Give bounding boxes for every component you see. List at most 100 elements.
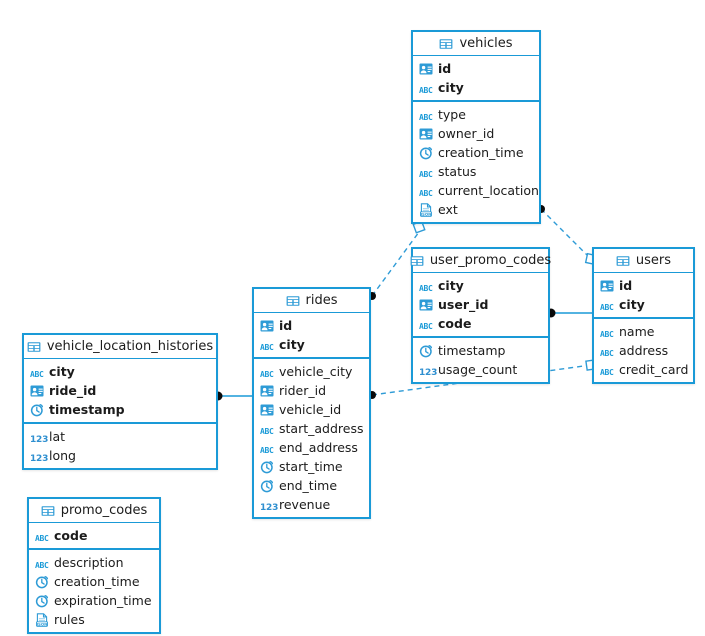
field-name: user_id xyxy=(438,297,489,312)
table-name: promo_codes xyxy=(60,503,148,518)
field-name: id xyxy=(619,278,633,293)
primary-key-field[interactable]: user_id xyxy=(413,295,548,314)
table-name: vehicles xyxy=(459,36,513,51)
id-card-icon xyxy=(419,127,433,141)
table-grid-icon xyxy=(41,504,55,518)
field-name: rider_id xyxy=(279,383,327,398)
table-field[interactable]: timestamp xyxy=(413,341,548,360)
primary-key-field[interactable]: id xyxy=(413,59,539,78)
123-number-icon: 123 xyxy=(419,367,438,378)
table-header[interactable]: vehicles xyxy=(413,32,539,56)
table-field[interactable]: ABC vehicle_city xyxy=(254,362,369,381)
abc-string-icon: ABC xyxy=(600,348,614,358)
field-name: type xyxy=(438,107,466,122)
table-field[interactable]: JSON ext xyxy=(413,200,539,219)
primary-key-field[interactable]: ride_id xyxy=(24,381,216,400)
field-name: vehicle_city xyxy=(279,364,353,379)
abc-string-icon: ABC xyxy=(35,533,49,543)
table-header[interactable]: vehicle_location_histories xyxy=(24,335,216,359)
abc-string-icon: ABC xyxy=(419,188,433,198)
table-name: vehicle_location_histories xyxy=(46,339,214,354)
field-name: code xyxy=(438,316,472,331)
table-field[interactable]: creation_time xyxy=(29,572,159,591)
field-name: current_location xyxy=(438,183,539,198)
field-name: rules xyxy=(54,612,85,627)
id-card-icon xyxy=(260,319,274,333)
id-card-icon xyxy=(419,298,433,312)
relationship-vehicle-location-histories-rides[interactable] xyxy=(213,391,254,401)
table-field[interactable]: vehicle_id xyxy=(254,400,369,419)
123-number-icon: 123 xyxy=(30,434,49,445)
table-grid-icon xyxy=(27,340,41,354)
table-header[interactable]: users xyxy=(594,249,693,273)
id-card-icon xyxy=(419,62,433,76)
field-name: start_time xyxy=(279,459,343,474)
field-name: ext xyxy=(438,202,458,217)
table-field[interactable]: ABC current_location xyxy=(413,181,539,200)
table-grid-icon xyxy=(439,37,453,51)
field-name: end_time xyxy=(279,478,338,493)
primary-key-field[interactable]: timestamp xyxy=(24,400,216,419)
table-field[interactable]: rider_id xyxy=(254,381,369,400)
field-name: vehicle_id xyxy=(279,402,342,417)
table-name: user_promo_codes xyxy=(429,253,552,268)
id-card-icon xyxy=(30,384,44,398)
clock-icon xyxy=(260,479,274,493)
table-field[interactable]: creation_time xyxy=(413,143,539,162)
field-name: start_address xyxy=(279,421,364,436)
123-number-icon: 123 xyxy=(260,502,279,513)
clock-icon xyxy=(260,460,274,474)
table-field[interactable]: end_time xyxy=(254,476,369,495)
svg-text:JSON: JSON xyxy=(36,621,48,626)
svg-text:JSON: JSON xyxy=(420,211,432,216)
abc-string-icon: ABC xyxy=(419,169,433,179)
field-name: ride_id xyxy=(49,383,97,398)
field-name: timestamp xyxy=(438,343,506,358)
table-header[interactable]: promo_codes xyxy=(29,499,159,523)
primary-key-field[interactable]: id xyxy=(254,316,369,335)
table-field[interactable]: expiration_time xyxy=(29,591,159,610)
field-name: description xyxy=(54,555,124,570)
table-field[interactable]: start_time xyxy=(254,457,369,476)
table-field[interactable]: owner_id xyxy=(413,124,539,143)
relationship-user-promo-codes-users[interactable] xyxy=(546,308,594,318)
json-file-icon: JSON xyxy=(35,612,49,627)
primary-key-field[interactable]: id xyxy=(594,276,693,295)
abc-string-icon: ABC xyxy=(600,367,614,377)
abc-string-icon: ABC xyxy=(260,369,274,379)
table-header[interactable]: rides xyxy=(254,289,369,313)
table-header[interactable]: user_promo_codes xyxy=(410,249,552,273)
clock-icon xyxy=(35,575,49,589)
table-field[interactable]: JSON rules xyxy=(29,610,159,629)
